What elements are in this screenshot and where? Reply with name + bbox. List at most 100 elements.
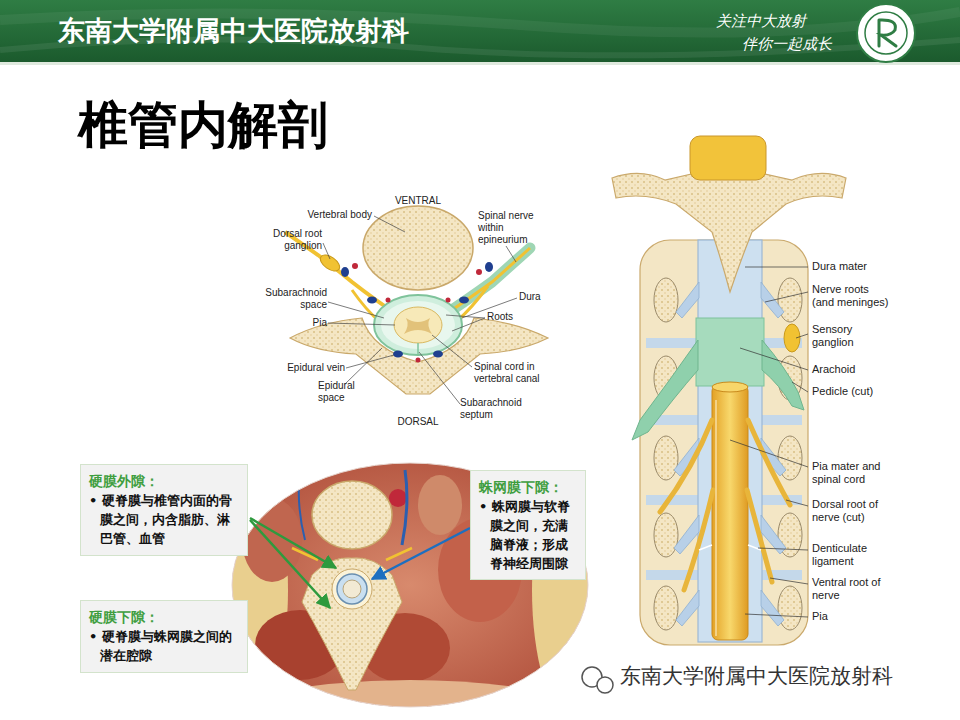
arachnoid: [696, 318, 764, 386]
header-band: [0, 0, 960, 65]
nerve-root: [748, 420, 790, 505]
sensory-ganglion: [784, 324, 800, 352]
logo-ring: [857, 4, 915, 62]
watermark-icon: [582, 667, 613, 693]
header-text: 东南大学附属中大医院放射科: [58, 15, 409, 47]
leader-line: [786, 500, 808, 506]
aorta: [389, 489, 407, 507]
orientation-label: DORSAL: [378, 416, 458, 428]
nerve-root: [747, 490, 772, 582]
pointer-arrow: [372, 528, 470, 579]
leader-line: [740, 348, 808, 370]
pedicle-cut: [654, 278, 678, 322]
part-label: Vertebral body: [282, 209, 372, 221]
leader-line: [796, 334, 808, 338]
leader-line: [328, 323, 395, 325]
part-label: Epidural vein: [265, 362, 345, 374]
part-label: Pia: [812, 610, 828, 623]
leader-line: [452, 318, 485, 331]
part-label: Roots: [487, 311, 513, 323]
callout-box: 硬膜外隙：• 硬脊膜与椎管内面的骨膜之间，内含脂肪、淋巴管、血管: [80, 464, 248, 556]
pedicle-cut: [654, 513, 678, 557]
posterior-view-illustration: [612, 136, 846, 645]
vertebral-body: [690, 136, 766, 180]
leader-line: [346, 355, 394, 368]
slide-title: 椎管内解剖: [78, 92, 328, 159]
leader-lines: [730, 267, 808, 617]
part-label: Dura: [519, 291, 541, 303]
part-label: Subarachnoid space: [259, 287, 327, 311]
leader-line: [446, 315, 485, 318]
leader-line: [419, 352, 460, 404]
orientation-label: VENTRAL: [378, 195, 458, 207]
leader-line: [506, 246, 516, 262]
skin: [230, 680, 590, 720]
callout-body: • 硬脊膜与椎管内面的骨膜之间，内含脂肪、淋巴管、血管: [89, 492, 239, 549]
chat-bubble: [597, 677, 613, 693]
spinal-cord: [343, 580, 361, 598]
part-label: Pia: [297, 317, 327, 329]
foraminal-vein: [341, 267, 349, 277]
dura-mater: [698, 240, 762, 642]
callout-heading: 硬膜下隙：: [89, 607, 239, 628]
pointer-arrow: [250, 520, 330, 608]
leader-line: [745, 614, 808, 617]
grey-matter: [404, 318, 432, 334]
vertebral-body: [363, 206, 473, 290]
photo-content: [212, 460, 608, 720]
muscle: [418, 475, 462, 535]
leader-line: [745, 267, 808, 268]
foraminal-vein: [485, 262, 493, 272]
part-label: Dura mater: [812, 260, 867, 273]
nerve-root: [684, 490, 713, 590]
arachnoid-sleeve: [632, 340, 698, 440]
part-label: Dorsal root ganglion: [260, 228, 322, 252]
callout-body: • 硬脊膜与蛛网膜之间的潜在腔隙: [89, 628, 239, 666]
root-sleeve: [761, 590, 784, 626]
leader-line: [792, 382, 808, 392]
part-label: Arachoid: [812, 363, 855, 376]
pointer-arrow: [250, 518, 336, 568]
part-label: Pia mater and spinal cord: [812, 460, 887, 486]
epidural-vein: [459, 297, 469, 304]
spinal-cord: [712, 385, 748, 640]
leader-line: [432, 335, 472, 367]
leader-line: [765, 292, 808, 302]
pedicle-cut: [778, 278, 802, 322]
vertebral-column: [640, 240, 808, 645]
part-label: Epidural space: [318, 380, 368, 404]
leader-line: [328, 302, 384, 318]
part-label: Sensory ganglion: [812, 323, 872, 349]
logo-ring: [865, 12, 907, 54]
part-label: Pedicle (cut): [812, 385, 873, 398]
artery: [446, 298, 451, 303]
slogan-text: 关注中大放射: [716, 12, 806, 30]
part-label: Spinal cord in vertebral canal: [474, 361, 554, 385]
part-label: Ventral root of nerve: [812, 576, 882, 602]
watermark-text: 东南大学附属中大医院放射科: [620, 664, 893, 689]
slogan-text: 伴你一起成长: [742, 35, 832, 53]
epidural-vein: [367, 297, 377, 304]
callout-box: 蛛网膜下隙：• 蛛网膜与软脊膜之间，充满脑脊液；形成脊神经周围隙: [470, 470, 586, 580]
dorsal-root-ganglion: [318, 252, 343, 274]
pedicle-cut: [778, 586, 802, 630]
callout-box: 硬膜下隙：• 硬脊膜与蛛网膜之间的潜在腔隙: [80, 600, 248, 673]
pedicle-cut: [654, 436, 678, 480]
artery: [416, 358, 421, 363]
epidural-fat: [332, 569, 372, 609]
muscle: [242, 498, 302, 582]
pia-line: [716, 400, 717, 636]
artery: [476, 269, 482, 275]
callout-body: • 蛛网膜与软脊膜之间，充满脑脊液；形成脊神经周围隙: [479, 498, 577, 573]
part-label: Dorsal root of nerve (cut): [812, 498, 892, 524]
header-background: [0, 0, 960, 62]
leader-line: [730, 440, 808, 467]
part-label: Subarachnoid septum: [460, 397, 535, 421]
vessel: [299, 470, 305, 540]
denticulate-ligament: [699, 545, 761, 550]
vessel: [402, 470, 407, 545]
callout-heading: 硬膜外隙：: [89, 471, 239, 492]
epidural-vein: [393, 351, 403, 358]
vertebral-body: [312, 481, 392, 549]
